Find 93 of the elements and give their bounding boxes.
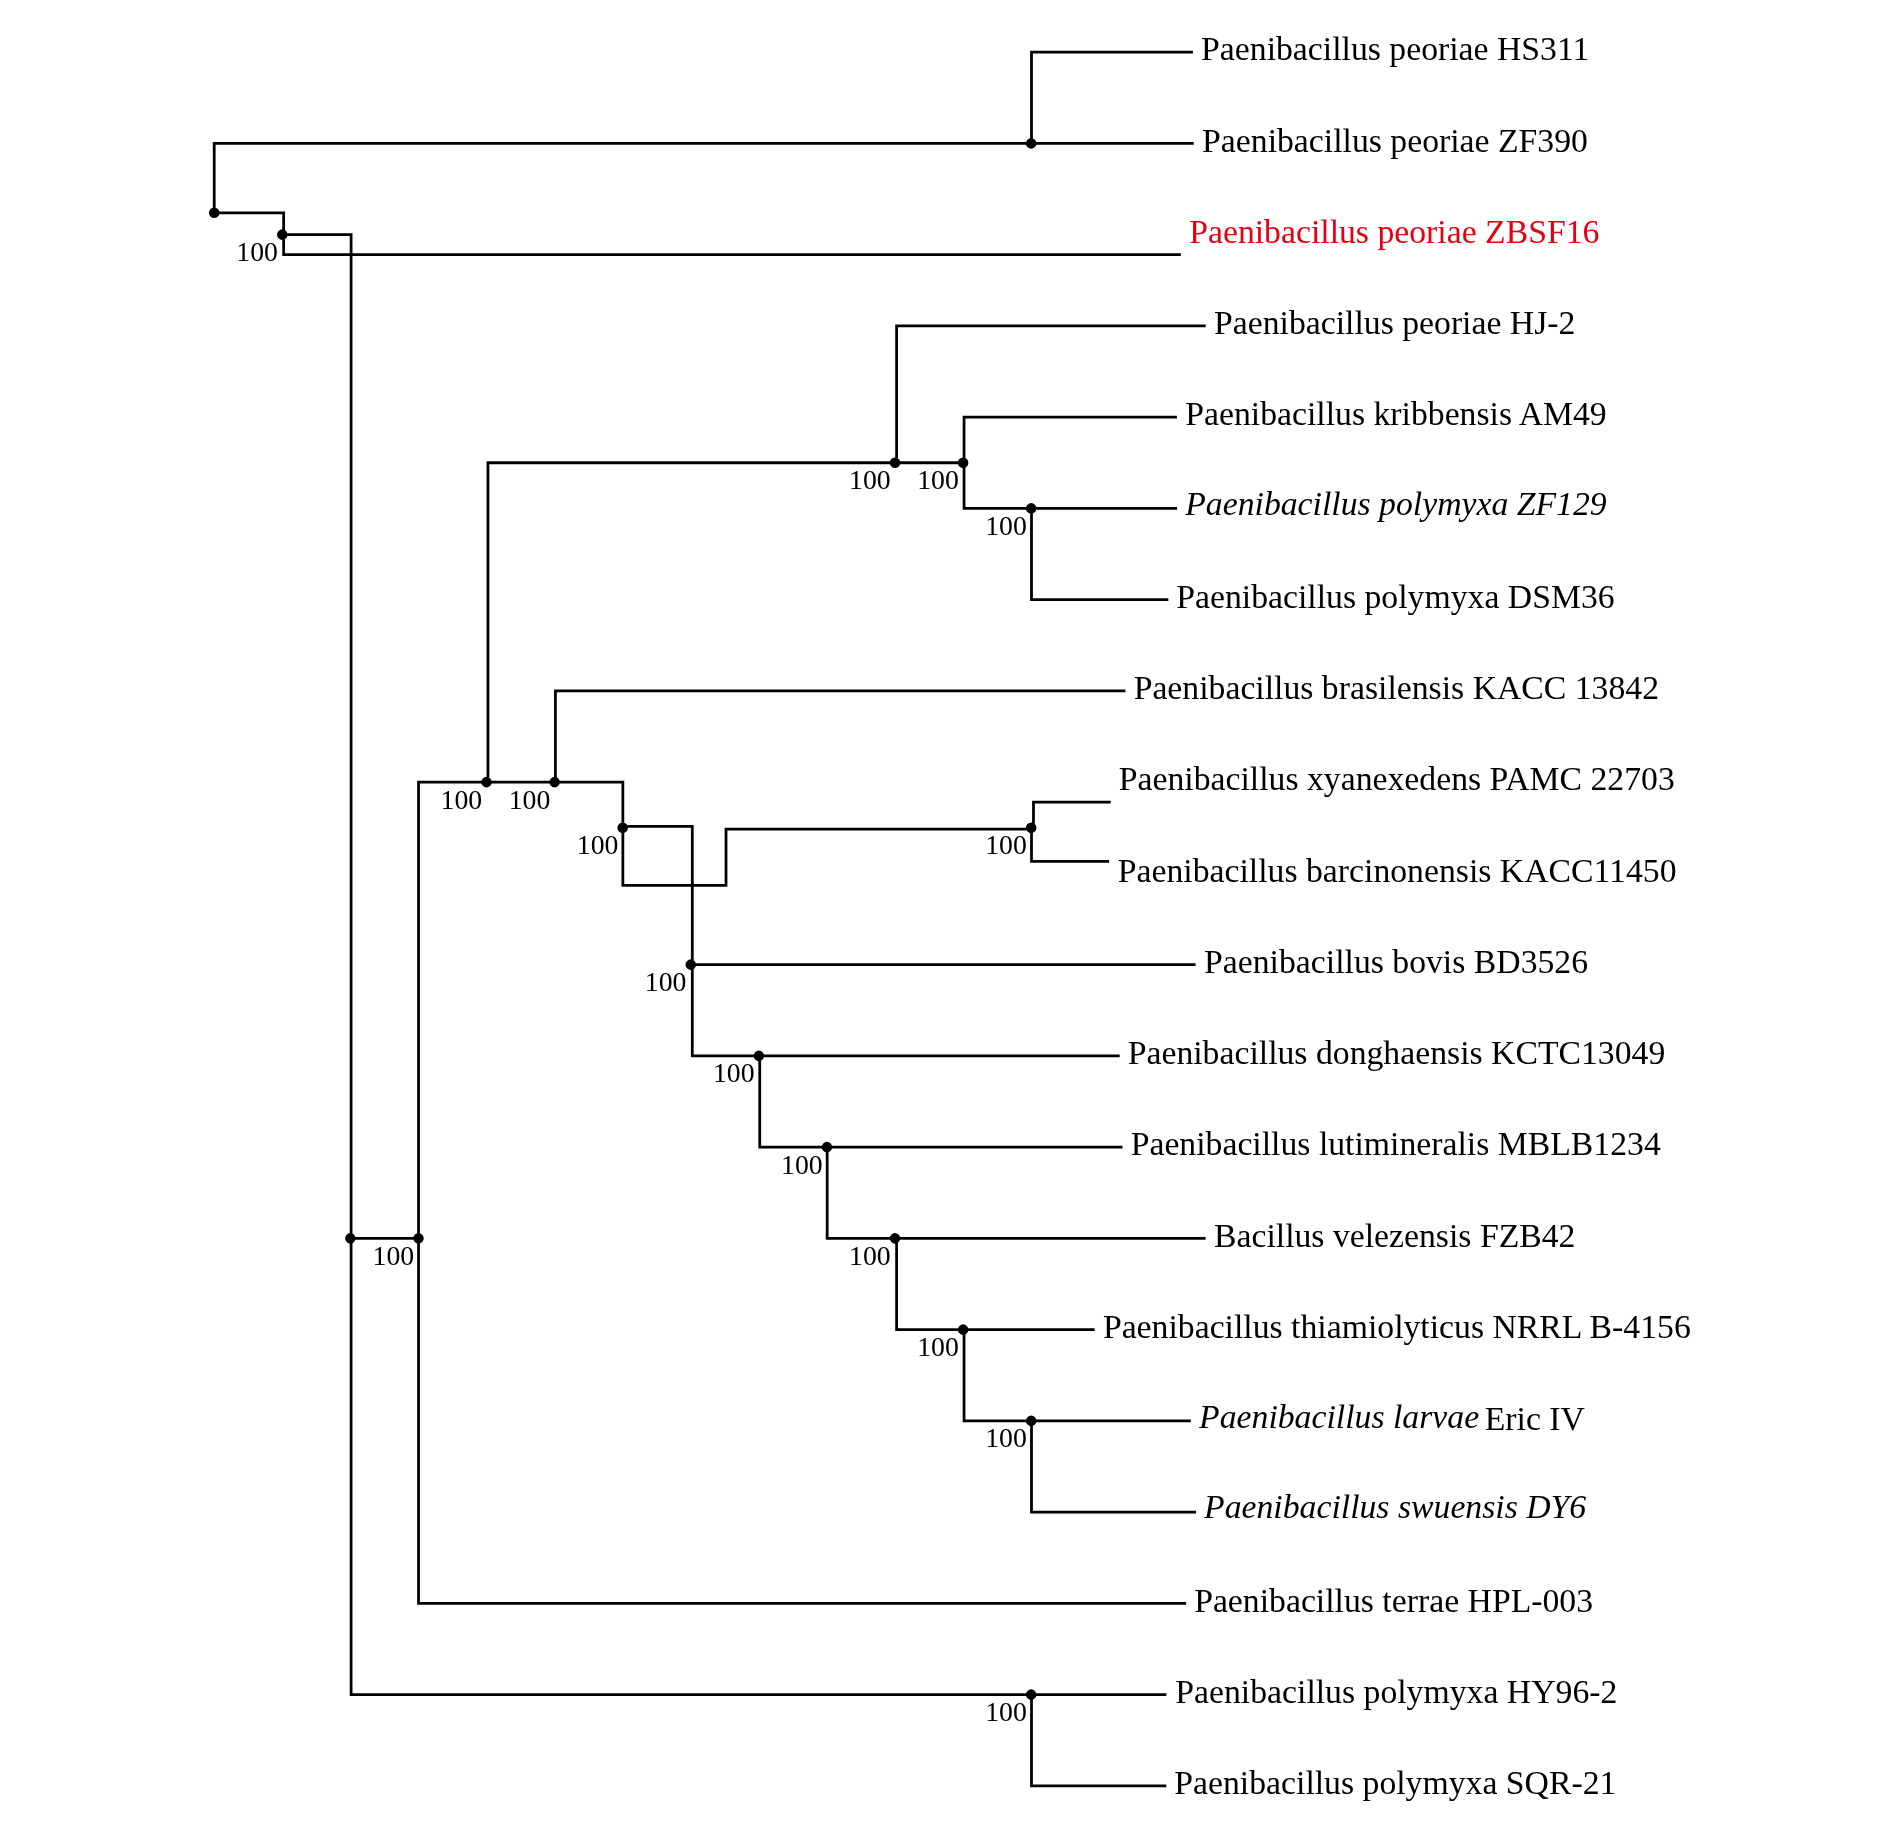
node-label: 100: [440, 783, 483, 815]
connector: [1030, 832, 1110, 863]
connector: [758, 1060, 823, 1149]
connector: [559, 780, 625, 823]
node-point: [957, 457, 969, 469]
connector: [1030, 512, 1169, 601]
node-label: 100: [917, 464, 959, 496]
connector: [354, 1236, 414, 1240]
node-label: 100: [372, 1239, 415, 1271]
connector: [212, 142, 1027, 209]
node-text: Paenibacillus bovis BD3526: [1204, 942, 1589, 980]
connector: [895, 1242, 959, 1331]
node-point: [1025, 503, 1037, 514]
node-point: [413, 1233, 424, 1244]
node-label: 100: [508, 783, 551, 815]
connector: [967, 1328, 1095, 1331]
node-point: [277, 229, 288, 240]
connector: [282, 239, 1181, 256]
node-label: 100: [576, 829, 619, 861]
node-label: 100: [236, 236, 279, 268]
node-text: Paenibacillus polymyxa DSM36: [1176, 577, 1615, 615]
node-point: [345, 1233, 356, 1244]
connector: [899, 461, 959, 465]
connector: [286, 233, 353, 1234]
node-point: [1025, 1415, 1037, 1427]
connector: [218, 211, 286, 231]
node-text: Paenibacillus thiamiolyticus NRRL B-4156: [1102, 1307, 1691, 1345]
node-text: Paenibacillus peoriae ZBSF16: [1189, 212, 1600, 250]
connector: [417, 780, 483, 1234]
node-text: Paenibacillus peoriae HS311: [1201, 30, 1590, 68]
node-point: [549, 776, 560, 788]
node-point: [208, 207, 220, 219]
node-point: [481, 776, 492, 788]
connector: [417, 1243, 1187, 1605]
connector: [899, 1236, 1206, 1240]
connector: [554, 689, 1126, 778]
node-point: [889, 457, 901, 469]
node-point: [889, 1233, 901, 1244]
node-text: Paenibacillus polymyxa HY96-2: [1175, 1672, 1618, 1710]
node-label: 100: [985, 829, 1027, 861]
node-point: [821, 1141, 833, 1153]
node-label: 100: [712, 1057, 755, 1089]
connector: [962, 466, 1027, 510]
node-label: 100: [644, 966, 687, 998]
node-label: 100: [985, 1696, 1027, 1728]
connector: [1030, 50, 1193, 139]
node-text: Bacillus velezensis FZB42: [1214, 1216, 1576, 1254]
connector: [1035, 142, 1194, 145]
connector: [962, 415, 1177, 459]
node-text: Paenibacillus polymyxa ZF129: [1185, 484, 1607, 522]
node-text: Paenibacillus xyanexedens PAMC 22703: [1118, 760, 1675, 798]
node-point: [753, 1050, 765, 1062]
connector: [825, 1151, 891, 1240]
node-label: 100: [849, 464, 891, 496]
node-point: [1025, 138, 1037, 149]
connector: [1035, 1419, 1191, 1423]
node-point: [685, 959, 697, 970]
node-text: Paenibacillus swuensis DY6: [1204, 1488, 1587, 1526]
node-point: [1025, 822, 1037, 834]
node-text: Paenibacillus brasilensis KACC 13842: [1133, 669, 1660, 707]
connector: [695, 963, 1196, 966]
node-label: 100: [781, 1148, 823, 1180]
connector: [1030, 1699, 1167, 1788]
connector: [1032, 800, 1111, 824]
node-text: Paenibacillus kribbensis AM49: [1185, 395, 1607, 433]
connector: [349, 1242, 1027, 1696]
connector: [1030, 1425, 1197, 1514]
connector: [1035, 1693, 1167, 1696]
node-label: 100: [985, 509, 1027, 541]
node-point: [1025, 1689, 1037, 1700]
node-text: Paenibacillus barcinonensis KACC11450: [1117, 851, 1677, 889]
connector: [621, 827, 1027, 887]
node-text: Paenibacillus peoriae ZF390: [1202, 121, 1588, 159]
connector: [831, 1145, 1123, 1149]
node-text: Paenibacillus terrae HPL-003: [1194, 1581, 1594, 1619]
node-text: Paenibacillus peoriae HJ-2: [1214, 304, 1576, 342]
connector: [491, 780, 551, 784]
node-text: Paenibacillus larvae Eric IV: [1199, 1398, 1585, 1437]
node-text: Paenibacillus polymyxa SQR-21: [1174, 1764, 1617, 1801]
connector: [690, 969, 755, 1058]
node-label: 100: [985, 1422, 1027, 1454]
node-text: Paenibacillus lutimineralis MBLB1234: [1130, 1125, 1661, 1163]
node-point: [957, 1324, 969, 1335]
node-label: 100: [917, 1331, 959, 1363]
connector: [763, 1054, 1120, 1058]
connector: [486, 461, 891, 778]
connector: [1035, 507, 1178, 510]
node-text: Paenibacillus donghaensis KCTC13049: [1127, 1034, 1666, 1072]
connector: [895, 324, 1206, 459]
node-label: 100: [849, 1239, 891, 1271]
node-point: [617, 822, 628, 834]
connector: [962, 1334, 1027, 1423]
connector: [627, 824, 694, 960]
